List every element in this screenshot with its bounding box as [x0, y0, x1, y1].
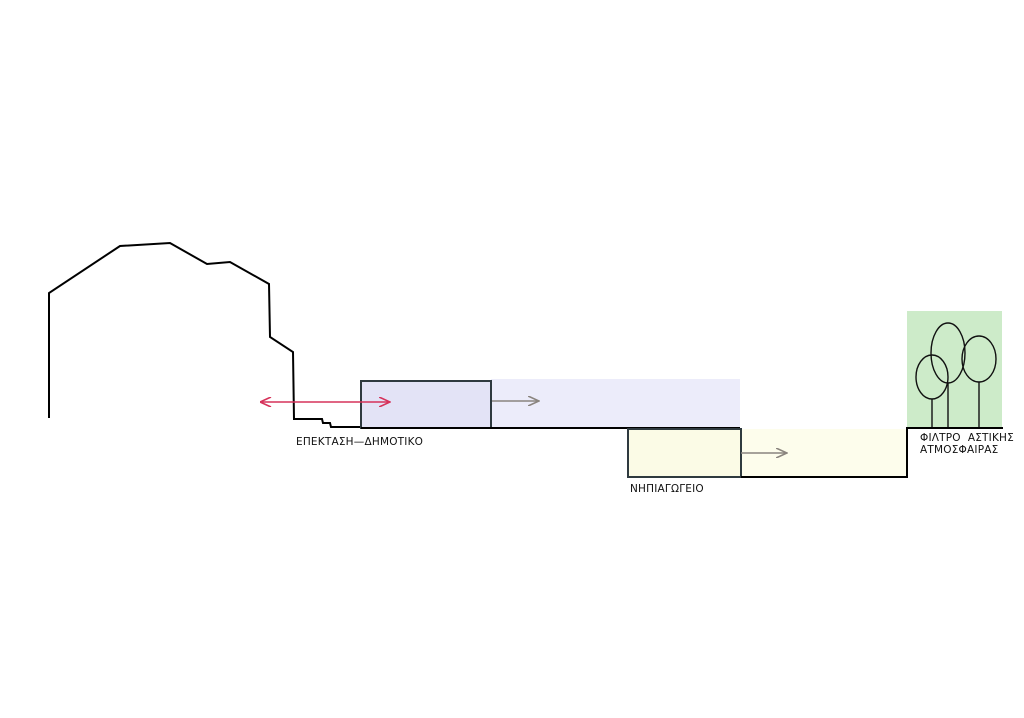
extension-block [361, 381, 491, 428]
tree-icon [915, 322, 997, 427]
lower-ground-line [741, 427, 1003, 478]
kindergarten-label: ΝΗΠΙΑΓΩΓΕΙΟ [630, 483, 704, 495]
existing-building-outline [48, 241, 361, 428]
filter-label-line1: ΦΙΛΤΡΟ ΑΣΤΙΚΗΣ [920, 432, 1014, 444]
kindergarten-block [628, 429, 741, 477]
green-filter-zone [907, 311, 1002, 427]
filter-label-line2: ΑΤΜΟΣΦΑΙΡΑΣ [920, 444, 998, 456]
extension-zone [491, 379, 740, 428]
extension-label: ΕΠΕΚΤΑΣΗ—ΔΗΜΟΤΙΚΟ [296, 436, 423, 448]
